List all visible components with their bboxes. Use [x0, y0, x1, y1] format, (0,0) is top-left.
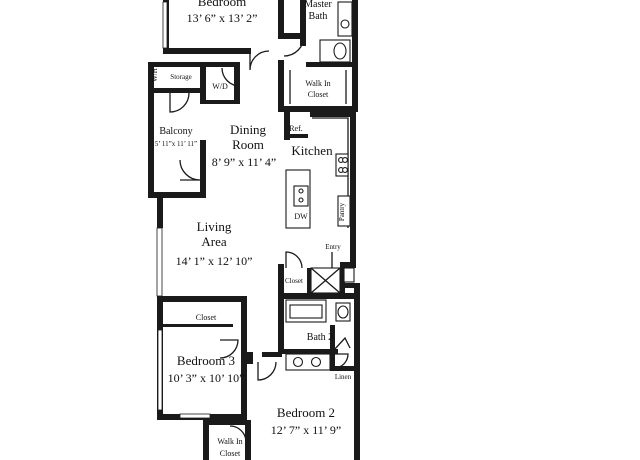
dining-room-label-2: Room [232, 137, 264, 152]
walls [148, 0, 360, 460]
bedroom2-name: Bedroom 2 [277, 405, 335, 420]
bedroom2-size: 12’ 7” x 11’ 9” [271, 423, 341, 437]
fixtures [285, 1, 355, 371]
windows [156, 1, 211, 419]
bedroom3-size: 10’ 3” x 10’ 10” [168, 371, 245, 385]
wh-label: W/H [151, 68, 159, 82]
bedroom3-name: Bedroom 3 [177, 353, 235, 368]
hall-closet-label: Closet [285, 277, 303, 285]
master-closet-label-1: Walk In [305, 79, 330, 88]
master-bedroom-size: 13’ 6” x 13’ 2” [187, 11, 258, 25]
master-bath-label-1: Master [304, 0, 332, 10]
balcony-name: Balcony [159, 126, 192, 137]
entry-label: Entry [325, 243, 341, 251]
living-area-label-2: Area [201, 234, 226, 249]
bed2-closet-label-2: Closet [220, 449, 241, 458]
refrigerator-label: Ref. [289, 124, 303, 133]
balcony-size: 5’ 11”x 11’ 11” [155, 140, 197, 148]
living-area-size: 14’ 1” x 12’ 10” [176, 254, 253, 268]
kitchen-label: Kitchen [291, 143, 333, 158]
bedroom3-closet-label: Closet [196, 313, 217, 322]
living-area-label-1: Living [197, 219, 232, 234]
dining-room-label-1: Dining [230, 122, 267, 137]
bed2-closet-label-1: Walk In [217, 437, 242, 446]
room-labels: Bedroom 13’ 6” x 13’ 2” Master Bath Walk… [151, 0, 352, 458]
pantry-label: Pantry [338, 202, 346, 221]
linen-label: Linen [335, 373, 352, 381]
master-bath-label-2: Bath [309, 11, 328, 22]
bath2-label: Bath 2 [307, 332, 333, 343]
storage-label: Storage [170, 73, 191, 81]
master-closet-label-2: Closet [308, 90, 329, 99]
wd-label: W/D [212, 82, 228, 91]
master-bedroom-name: Bedroom [198, 0, 246, 9]
dining-room-size: 8’ 9” x 11’ 4” [212, 155, 276, 169]
dishwasher-label: DW [294, 212, 308, 221]
